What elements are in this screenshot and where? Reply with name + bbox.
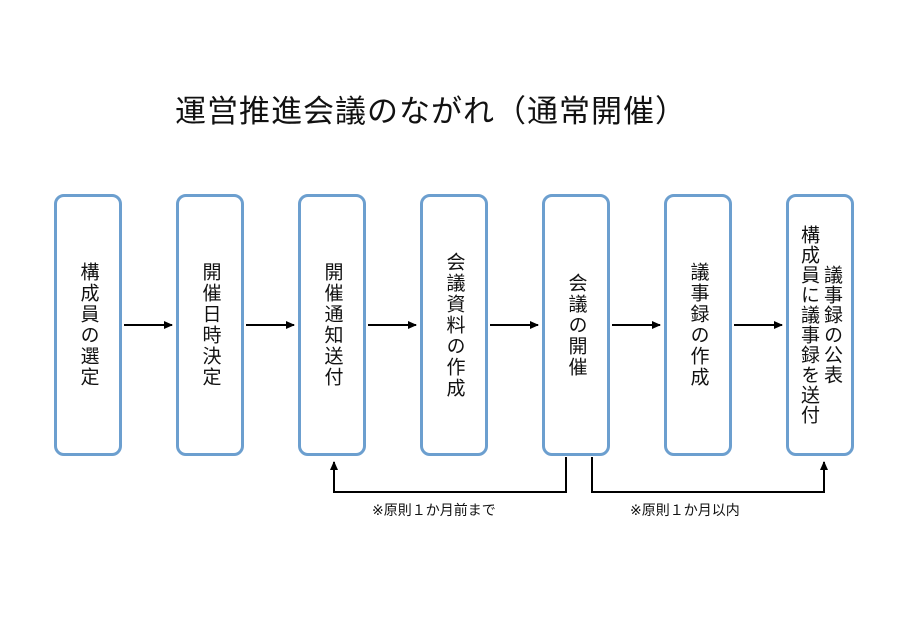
loop-arrow-before (330, 457, 567, 493)
step-create-minutes: 議事録の作成 (664, 194, 732, 456)
step-label: 構成員の選定 (77, 262, 100, 388)
step-schedule-decision: 開催日時決定 (176, 194, 244, 456)
step-label-line-1: 議事録の公表 (821, 265, 843, 385)
step-hold-meeting: 会議の開催 (542, 194, 610, 456)
note-before-meeting: ※原則１か月前まで (372, 503, 496, 519)
note-after-meeting: ※原則１か月以内 (630, 503, 740, 519)
step-publish-minutes: 議事録の公表 構成員に議事録を送付 (786, 194, 854, 456)
step-label: 開催通知送付 (321, 262, 344, 388)
step-send-notice: 開催通知送付 (298, 194, 366, 456)
step-label: 議事録の作成 (687, 262, 710, 388)
step-member-selection: 構成員の選定 (54, 194, 122, 456)
step-label: 会議資料の作成 (443, 251, 466, 399)
step-label: 会議の開催 (565, 272, 588, 378)
step-label: 開催日時決定 (199, 262, 222, 388)
loop-arrow-after (591, 457, 828, 493)
step-prepare-materials: 会議資料の作成 (420, 194, 488, 456)
diagram-title: 運営推進会議のながれ（通常開催） (175, 94, 687, 130)
step-label-line-2: 構成員に議事録を送付 (798, 225, 820, 425)
